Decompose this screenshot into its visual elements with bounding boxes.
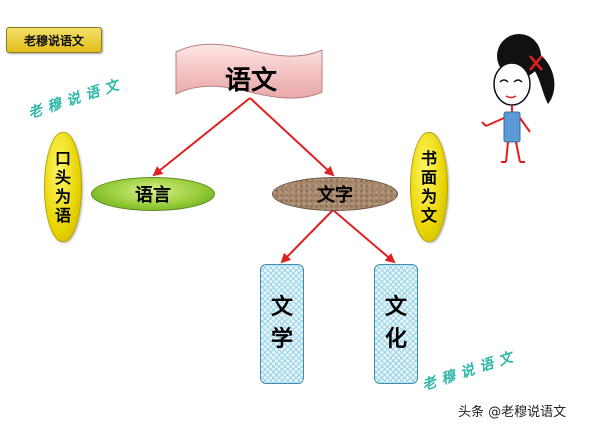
side-note-spoken: 口 头 为 语 bbox=[44, 132, 82, 242]
channel-badge: 老穆说语文 bbox=[6, 27, 102, 53]
side-note-char: 文 bbox=[420, 206, 437, 225]
side-note-char: 书 bbox=[420, 149, 437, 168]
side-note-written: 书 面 为 文 bbox=[410, 132, 448, 242]
side-note-char: 面 bbox=[420, 168, 437, 187]
side-note-char: 为 bbox=[420, 187, 437, 206]
side-note-char: 口 bbox=[54, 149, 71, 168]
node-char: 化 bbox=[384, 327, 407, 352]
edge-written-to-culture bbox=[332, 209, 396, 264]
node-culture: 文 化 bbox=[374, 264, 418, 384]
edge-root-to-spoken bbox=[152, 97, 251, 177]
node-literature: 文 学 bbox=[260, 264, 304, 384]
node-char: 文 bbox=[270, 295, 293, 320]
node-char: 学 bbox=[270, 327, 293, 352]
node-written-characters: 文字 bbox=[272, 177, 398, 211]
side-note-char: 语 bbox=[54, 206, 71, 225]
root-banner bbox=[175, 43, 323, 99]
edge-root-to-written bbox=[249, 97, 335, 177]
edge-written-to-literature bbox=[280, 209, 334, 264]
node-spoken-language: 语言 bbox=[91, 177, 215, 211]
side-note-char: 头 bbox=[54, 168, 71, 187]
node-char: 文 bbox=[384, 295, 407, 320]
side-note-char: 为 bbox=[54, 187, 71, 206]
source-credit: 头条 @老穆说语文 bbox=[458, 405, 567, 420]
root-node-label: 语文 bbox=[224, 65, 277, 96]
cartoon-girl bbox=[481, 34, 555, 163]
